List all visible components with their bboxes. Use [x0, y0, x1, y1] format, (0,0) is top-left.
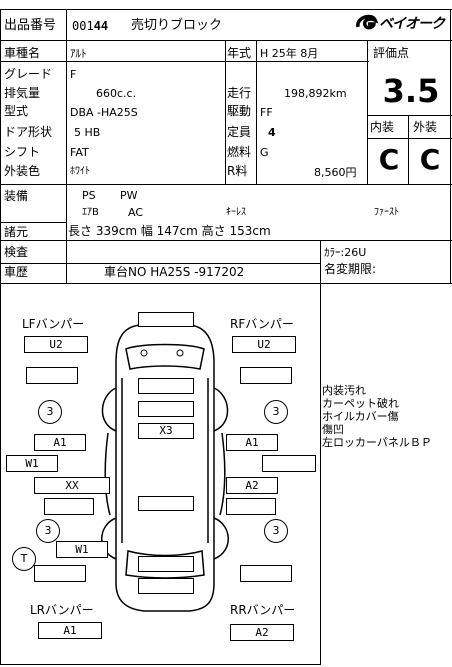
- history-label: 車歴: [4, 265, 29, 279]
- shift-label: シフト: [4, 145, 41, 159]
- right-rear-door-mark: A2: [226, 477, 278, 494]
- color-value: ﾎﾜｲﾄ: [70, 166, 90, 177]
- left-rear-fender-mark: W1: [56, 541, 108, 558]
- equipment-label: 装備: [4, 189, 29, 203]
- logo-mark-icon: [356, 14, 378, 30]
- left-front-tire-mark: 3: [38, 400, 62, 424]
- exterior-label: 外装: [413, 120, 438, 134]
- rr-bumper-mark: A2: [230, 624, 294, 641]
- type-label: 型式: [4, 104, 29, 118]
- rr-bumper-label: RRバンパー: [230, 603, 296, 617]
- equipment-item: AC: [128, 206, 144, 219]
- fuel-label: 燃料: [227, 145, 252, 159]
- equipment-item: PS: [82, 189, 96, 202]
- lot-label: 出品番号: [4, 18, 57, 33]
- dimensions-value: 長さ 339cm 幅 147cm 高さ 153cm: [68, 224, 271, 238]
- color-code: ｶﾗｰ:26U: [324, 246, 367, 259]
- drive-label: 駆動: [227, 104, 252, 118]
- interior-label: 内装: [370, 120, 395, 134]
- drive-value: FF: [260, 106, 273, 119]
- left-rear-door-mark: XX: [34, 477, 110, 494]
- left-rear-tire-mark: 3: [36, 519, 60, 543]
- windshield-area: [138, 401, 194, 417]
- lot-number: 00144: [72, 19, 109, 33]
- recycle-value: 8,560円: [314, 166, 357, 179]
- mileage-value: 198,892km: [284, 87, 347, 100]
- chassis-number: 車台NO HA25S -917202: [104, 265, 245, 279]
- fuel-value: G: [260, 146, 269, 159]
- right-rocker-area: [226, 498, 276, 515]
- exterior-grade: C: [419, 143, 441, 176]
- model-value: ｱﾙﾄ: [70, 47, 87, 60]
- right-front-fender-area: [240, 367, 292, 384]
- rf-bumper-label: RFバンパー: [230, 317, 294, 331]
- dimensions-label: 諸元: [4, 225, 29, 239]
- note-line: ホイルカバー傷: [322, 410, 399, 423]
- interior-grade: C: [378, 143, 400, 176]
- right-front-tire-mark: 3: [264, 400, 288, 424]
- lf-bumper-label: LFバンパー: [22, 317, 85, 331]
- doors-label: ドア形状: [4, 125, 53, 139]
- rear-bumper-area: [138, 578, 194, 594]
- grade-value: F: [70, 68, 77, 81]
- equipment-item: ｷｰﾚｽ: [226, 207, 246, 218]
- inspection-label: 検査: [4, 245, 29, 259]
- lr-bumper-mark: A1: [38, 622, 102, 639]
- right-front-door-mark: A1: [226, 434, 278, 451]
- model-label: 車種名: [4, 46, 41, 60]
- front-bumper-area: [138, 312, 194, 327]
- roof-mark: X3: [138, 423, 194, 439]
- right-mirror-area: [262, 455, 316, 472]
- score-label: 評価点: [373, 46, 410, 60]
- left-front-door-mark: A1: [34, 434, 86, 451]
- type-value: DBA -HA25S: [70, 106, 138, 119]
- overall-score: 3.5: [382, 72, 440, 110]
- left-rocker-area: [44, 498, 94, 515]
- rf-bumper-mark: U2: [232, 336, 296, 353]
- note-line: 左ロッカーパネルＢＰ: [322, 436, 432, 449]
- lr-bumper-label: LRバンパー: [30, 603, 94, 617]
- displacement-label: 排気量: [4, 86, 41, 100]
- tailgate-area: [138, 556, 194, 572]
- name-change-deadline: 名変期限:: [324, 262, 377, 276]
- equipment-item: PW: [120, 189, 138, 202]
- equipment-item: ｴｱB: [82, 207, 99, 218]
- sale-type: 売切りブロック: [131, 18, 223, 33]
- doors-value: 5 HB: [74, 126, 101, 139]
- mileage-label: 走行: [227, 86, 252, 100]
- grade-label: グレード: [4, 67, 53, 81]
- note-line: カーペット破れ: [322, 397, 399, 410]
- displacement-value: 660c.c.: [96, 87, 137, 100]
- inspection-notes: 内装汚れ カーペット破れ ホイルカバー傷 傷凹 左ロッカーパネルＢＰ: [322, 384, 432, 449]
- left-rear-quarter-area: [34, 565, 86, 582]
- capacity-value: 4: [268, 126, 276, 139]
- year-label: 年式: [227, 46, 252, 60]
- lf-bumper-mark: U2: [24, 336, 88, 353]
- color-label: 外装色: [4, 164, 41, 178]
- year-value: H 25年 8月: [260, 47, 319, 60]
- hood-area: [138, 378, 194, 394]
- capacity-label: 定員: [227, 125, 252, 139]
- right-rear-tire-mark: 3: [264, 519, 288, 543]
- right-rear-quarter-area: [240, 565, 292, 582]
- auction-logo: ベイオーク: [379, 16, 445, 32]
- note-line: 傷凹: [322, 423, 344, 436]
- shift-value: FAT: [70, 146, 89, 159]
- left-mirror-mark: W1: [6, 455, 58, 472]
- spare-tire-mark: T: [12, 547, 36, 571]
- left-front-fender-area: [26, 367, 78, 384]
- equipment-item: ﾌｧｰｽﾄ: [374, 207, 399, 218]
- note-line: 内装汚れ: [322, 384, 366, 397]
- recycle-label: R料: [227, 164, 248, 178]
- rear-window-area: [138, 496, 194, 511]
